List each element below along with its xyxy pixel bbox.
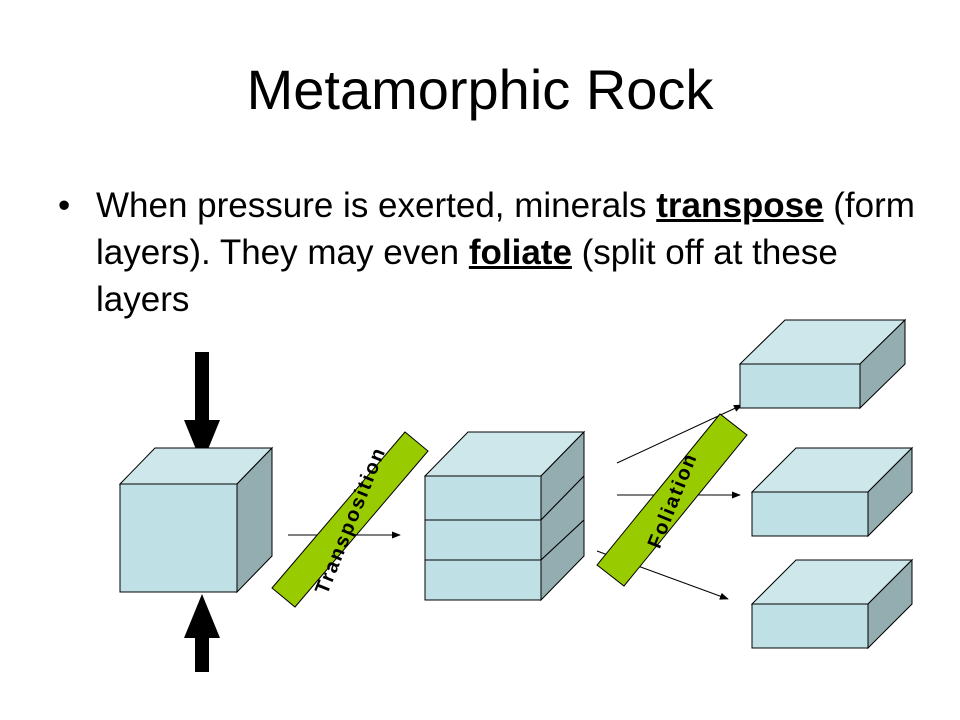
stack-layer-1 <box>424 430 585 522</box>
bullet-marker: • <box>58 186 71 225</box>
stack-layer-2 <box>424 474 585 562</box>
pressure-arrow-up <box>184 594 220 672</box>
foliated-slab-bottom <box>750 558 914 650</box>
bullet-text-part-1: When pressure is exerted, minerals <box>96 186 657 225</box>
foliated-slab-middle <box>750 446 914 538</box>
layered-rock-stack <box>423 430 586 602</box>
pressure-arrow-down <box>184 352 220 464</box>
term-transpose: transpose <box>656 186 824 225</box>
term-foliate: foliate <box>468 233 572 272</box>
stack-layer-3 <box>424 518 585 602</box>
foliated-slab-top <box>738 318 907 410</box>
cube-front-face <box>119 483 238 593</box>
transposition-label-band: Transposition <box>271 431 429 608</box>
foliation-label-band: Foliation <box>596 413 748 587</box>
bullet-text-part-3: (split off at these layers <box>96 233 838 319</box>
bullet-text: When pressure is exerted, minerals trans… <box>96 182 916 323</box>
transposition-label: Transposition <box>311 443 390 597</box>
slide-title: Metamorphic Rock <box>246 58 714 121</box>
bullet-text-part-2: (form layers). They may even <box>96 186 915 272</box>
original-rock-cube <box>118 446 274 594</box>
